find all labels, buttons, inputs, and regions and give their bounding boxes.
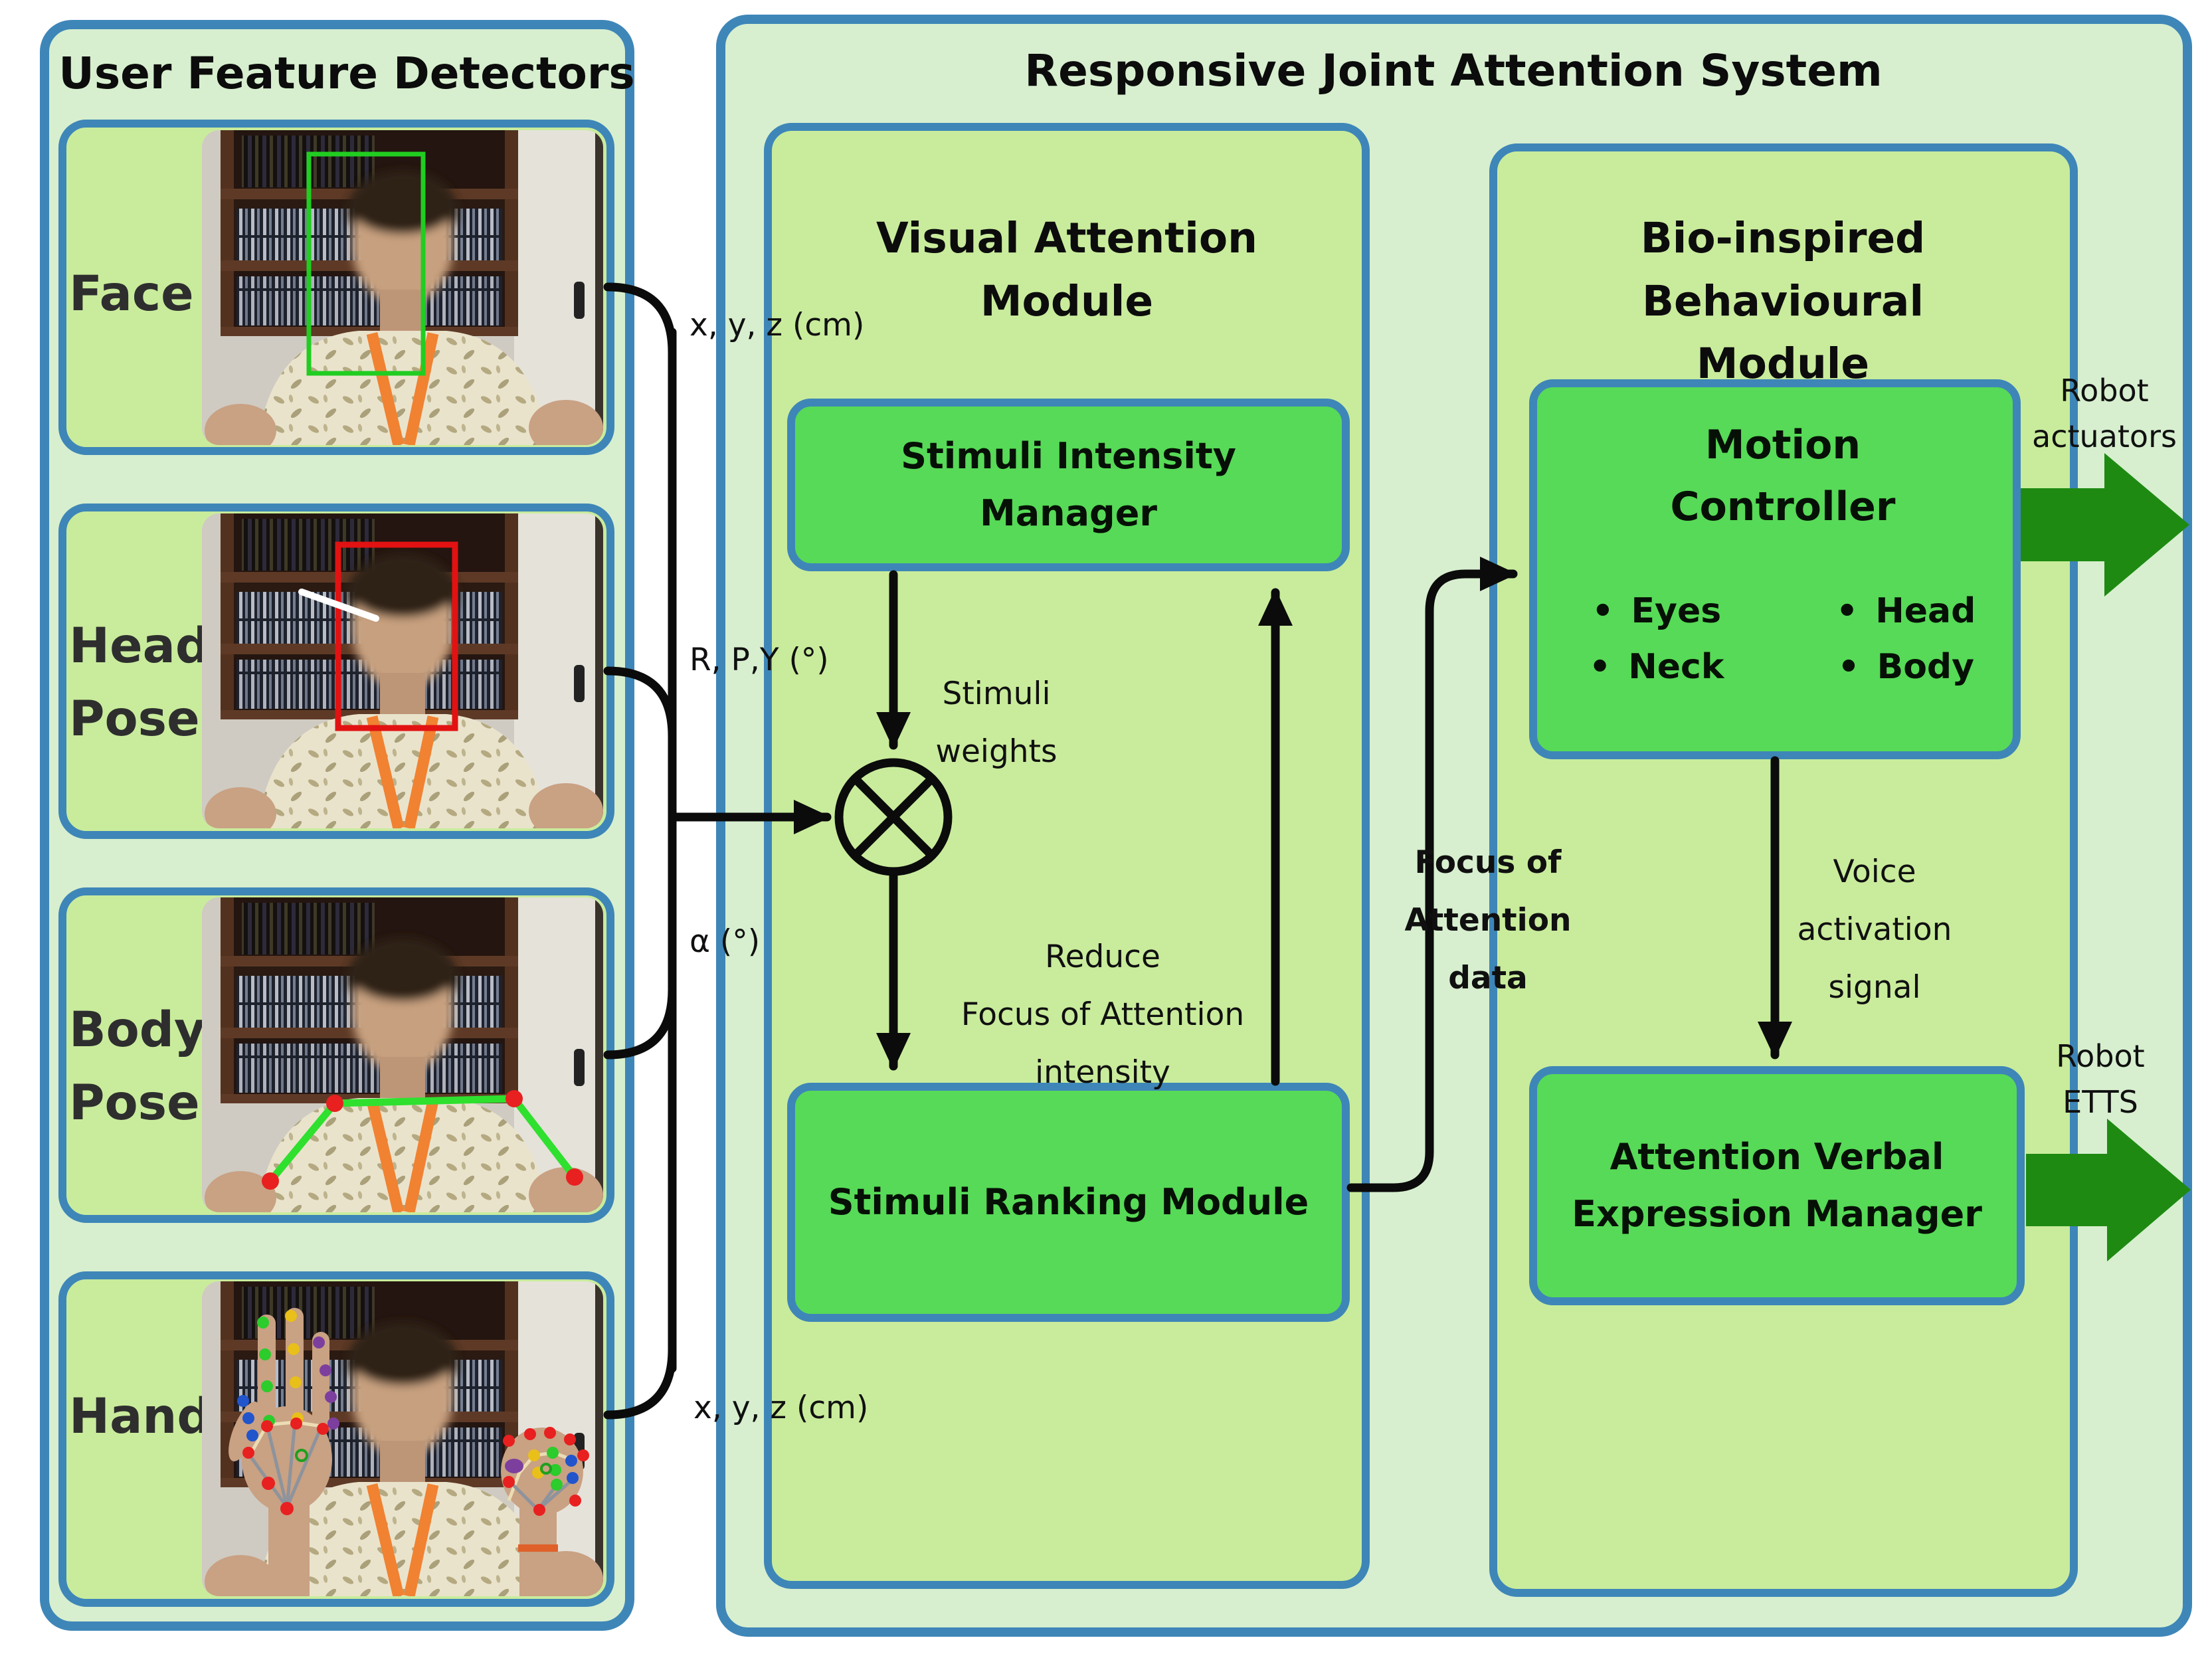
body-joint-dots: [262, 1090, 583, 1190]
right-hand: [501, 1427, 589, 1596]
left-hand: [229, 1308, 339, 1596]
head-pose-photo: [202, 513, 603, 828]
head-bounding-box: [335, 541, 458, 731]
body-pose-signal-label: α (°): [690, 923, 761, 960]
attention-verbal-expression-label: Attention Verbal Expression Manager: [1572, 1135, 1982, 1235]
stimuli-intensity-manager-box: Stimuli Intensity Manager: [787, 399, 1350, 571]
left-panel-title: User Feature Detectors: [58, 48, 635, 99]
visual-attention-module-title: Visual Attention Module: [876, 214, 1258, 325]
hand-detection-photo: [202, 1281, 603, 1596]
stimuli-weights-label: Stimuli weights: [935, 676, 1058, 770]
focus-of-attention-data-label: Focus of Attention data: [1404, 844, 1572, 996]
motion-items-right-column: Head Body: [1836, 583, 1976, 695]
voice-activation-signal-label: Voice activation signal: [1797, 854, 1952, 1006]
face-detection-photo: [202, 130, 603, 445]
body-pose-label: Body Pose: [69, 1002, 206, 1131]
hand-signal-label: x, y, z (cm): [693, 1390, 869, 1426]
hand-label: Hand: [69, 1388, 212, 1445]
face-label: Face: [69, 266, 194, 322]
motion-controller-label: Motion Controller: [1670, 422, 1896, 530]
reduce-focus-label: Reduce Focus of Attention intensity: [961, 939, 1245, 1091]
robot-actuators-label: Robot actuators: [2032, 373, 2177, 454]
body-skeleton-lines: [266, 1095, 579, 1185]
system-title: Responsive Joint Attention System: [1024, 45, 1883, 96]
motion-items-left-column: Eyes Neck: [1589, 583, 1724, 695]
head-pose-label: Head Pose: [69, 618, 211, 747]
robot-etts-label: Robot ETTS: [2056, 1038, 2145, 1120]
body-pose-photo: [202, 897, 603, 1212]
motion-item-head: Head: [1836, 583, 1976, 639]
motion-item-body: Body: [1836, 639, 1976, 695]
face-signal-label: x, y, z (cm): [690, 307, 865, 343]
behavioural-module-title: Bio-inspired Behavioural Module: [1640, 214, 1926, 388]
attention-verbal-expression-manager-box: Attention Verbal Expression Manager: [1529, 1066, 2025, 1305]
stimuli-ranking-module-box: Stimuli Ranking Module: [787, 1083, 1350, 1322]
motion-controller-box: Motion Controller Eyes Neck Head Body: [1529, 379, 2021, 759]
face-bounding-box: [306, 151, 426, 376]
head-pose-signal-label: R, P,Y (°): [690, 642, 829, 678]
motion-item-eyes: Eyes: [1589, 583, 1724, 639]
stimuli-intensity-manager-label: Stimuli Intensity Manager: [901, 434, 1236, 534]
head-direction-line: [298, 589, 379, 622]
stimuli-ranking-module-label: Stimuli Ranking Module: [828, 1180, 1309, 1223]
motion-item-neck: Neck: [1589, 639, 1724, 695]
